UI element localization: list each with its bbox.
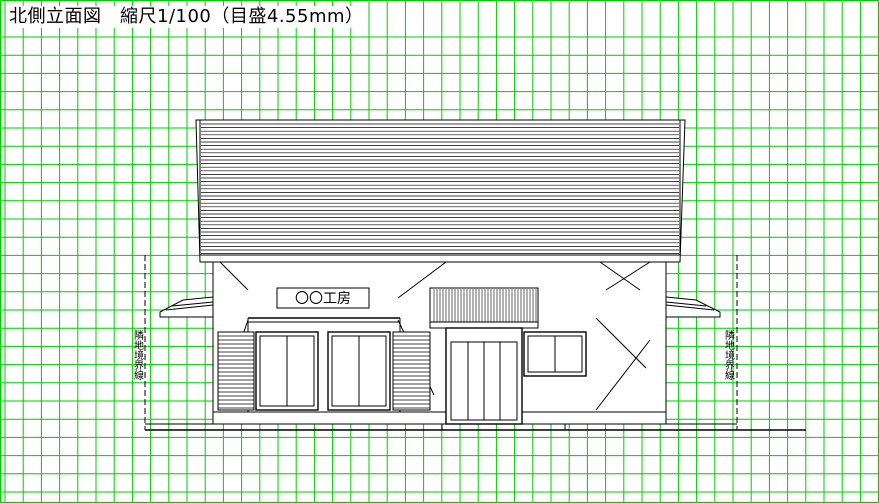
left-shutter [217,331,255,411]
entrance-door [441,327,566,431]
window-left [255,331,319,411]
entrance-canopy [429,287,539,329]
boundary-label-left: 隣地境界線 [132,329,144,380]
window-center [327,331,391,411]
drawing-title: 北側立面図 縮尺1/100（目盛4.55mm） [6,6,367,28]
boundary-label-right: 隣地境界線 [723,329,735,380]
building-elevation [144,119,806,431]
left-side-roof [159,296,214,318]
right-side-roof [665,296,721,318]
right-shutter [392,331,431,411]
sign-text: 〇〇工房 [295,291,351,307]
main-roof [195,119,686,263]
window-right [523,331,587,377]
shop-sign [276,287,370,309]
